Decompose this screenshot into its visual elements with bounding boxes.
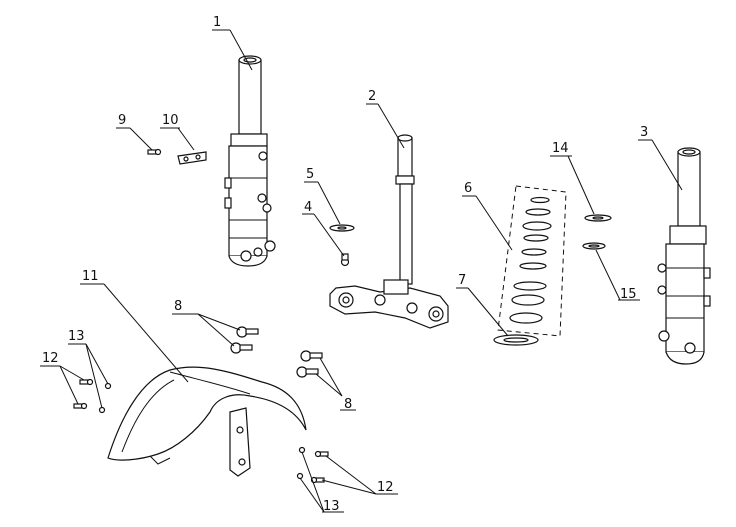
callout-6: 6 xyxy=(464,181,472,196)
part-11-front-fender xyxy=(107,366,307,477)
callout-8-upper: 8 xyxy=(174,299,182,314)
part-8-bolts-upper xyxy=(230,326,259,354)
callout-11: 11 xyxy=(82,269,99,284)
part-8-bolts-lower xyxy=(296,350,323,378)
part-1-left-fork-leg xyxy=(224,55,276,267)
part-14-lock-washer xyxy=(584,214,612,222)
part-7-lower-race xyxy=(493,334,539,346)
callout-8-lower: 8 xyxy=(344,397,352,412)
callout-1: 1 xyxy=(213,15,221,30)
callout-2: 2 xyxy=(368,89,376,104)
callout-15: 15 xyxy=(620,287,637,302)
part-5-washer xyxy=(329,224,355,232)
callout-4: 4 xyxy=(304,200,312,215)
callout-5: 5 xyxy=(306,167,314,182)
part-12-13-fasteners-left xyxy=(73,378,112,414)
callout-7: 7 xyxy=(458,273,466,288)
part-4-nut xyxy=(340,253,350,267)
part-2-steering-stem xyxy=(329,134,449,329)
part-9-screw xyxy=(147,148,162,156)
part-15-washer xyxy=(582,242,606,250)
callout-12-left: 12 xyxy=(42,351,59,366)
callout-13-left: 13 xyxy=(68,329,85,344)
part-3-right-fork-leg xyxy=(657,147,711,365)
callout-3: 3 xyxy=(640,125,648,140)
part-6-steering-bearing-set xyxy=(497,185,567,337)
callout-12-bottom: 12 xyxy=(377,480,394,495)
callout-13-bottom: 13 xyxy=(323,499,340,514)
callout-14: 14 xyxy=(552,141,569,156)
callout-10: 10 xyxy=(162,113,179,128)
part-10-bracket xyxy=(177,151,207,165)
callout-9: 9 xyxy=(118,113,126,128)
